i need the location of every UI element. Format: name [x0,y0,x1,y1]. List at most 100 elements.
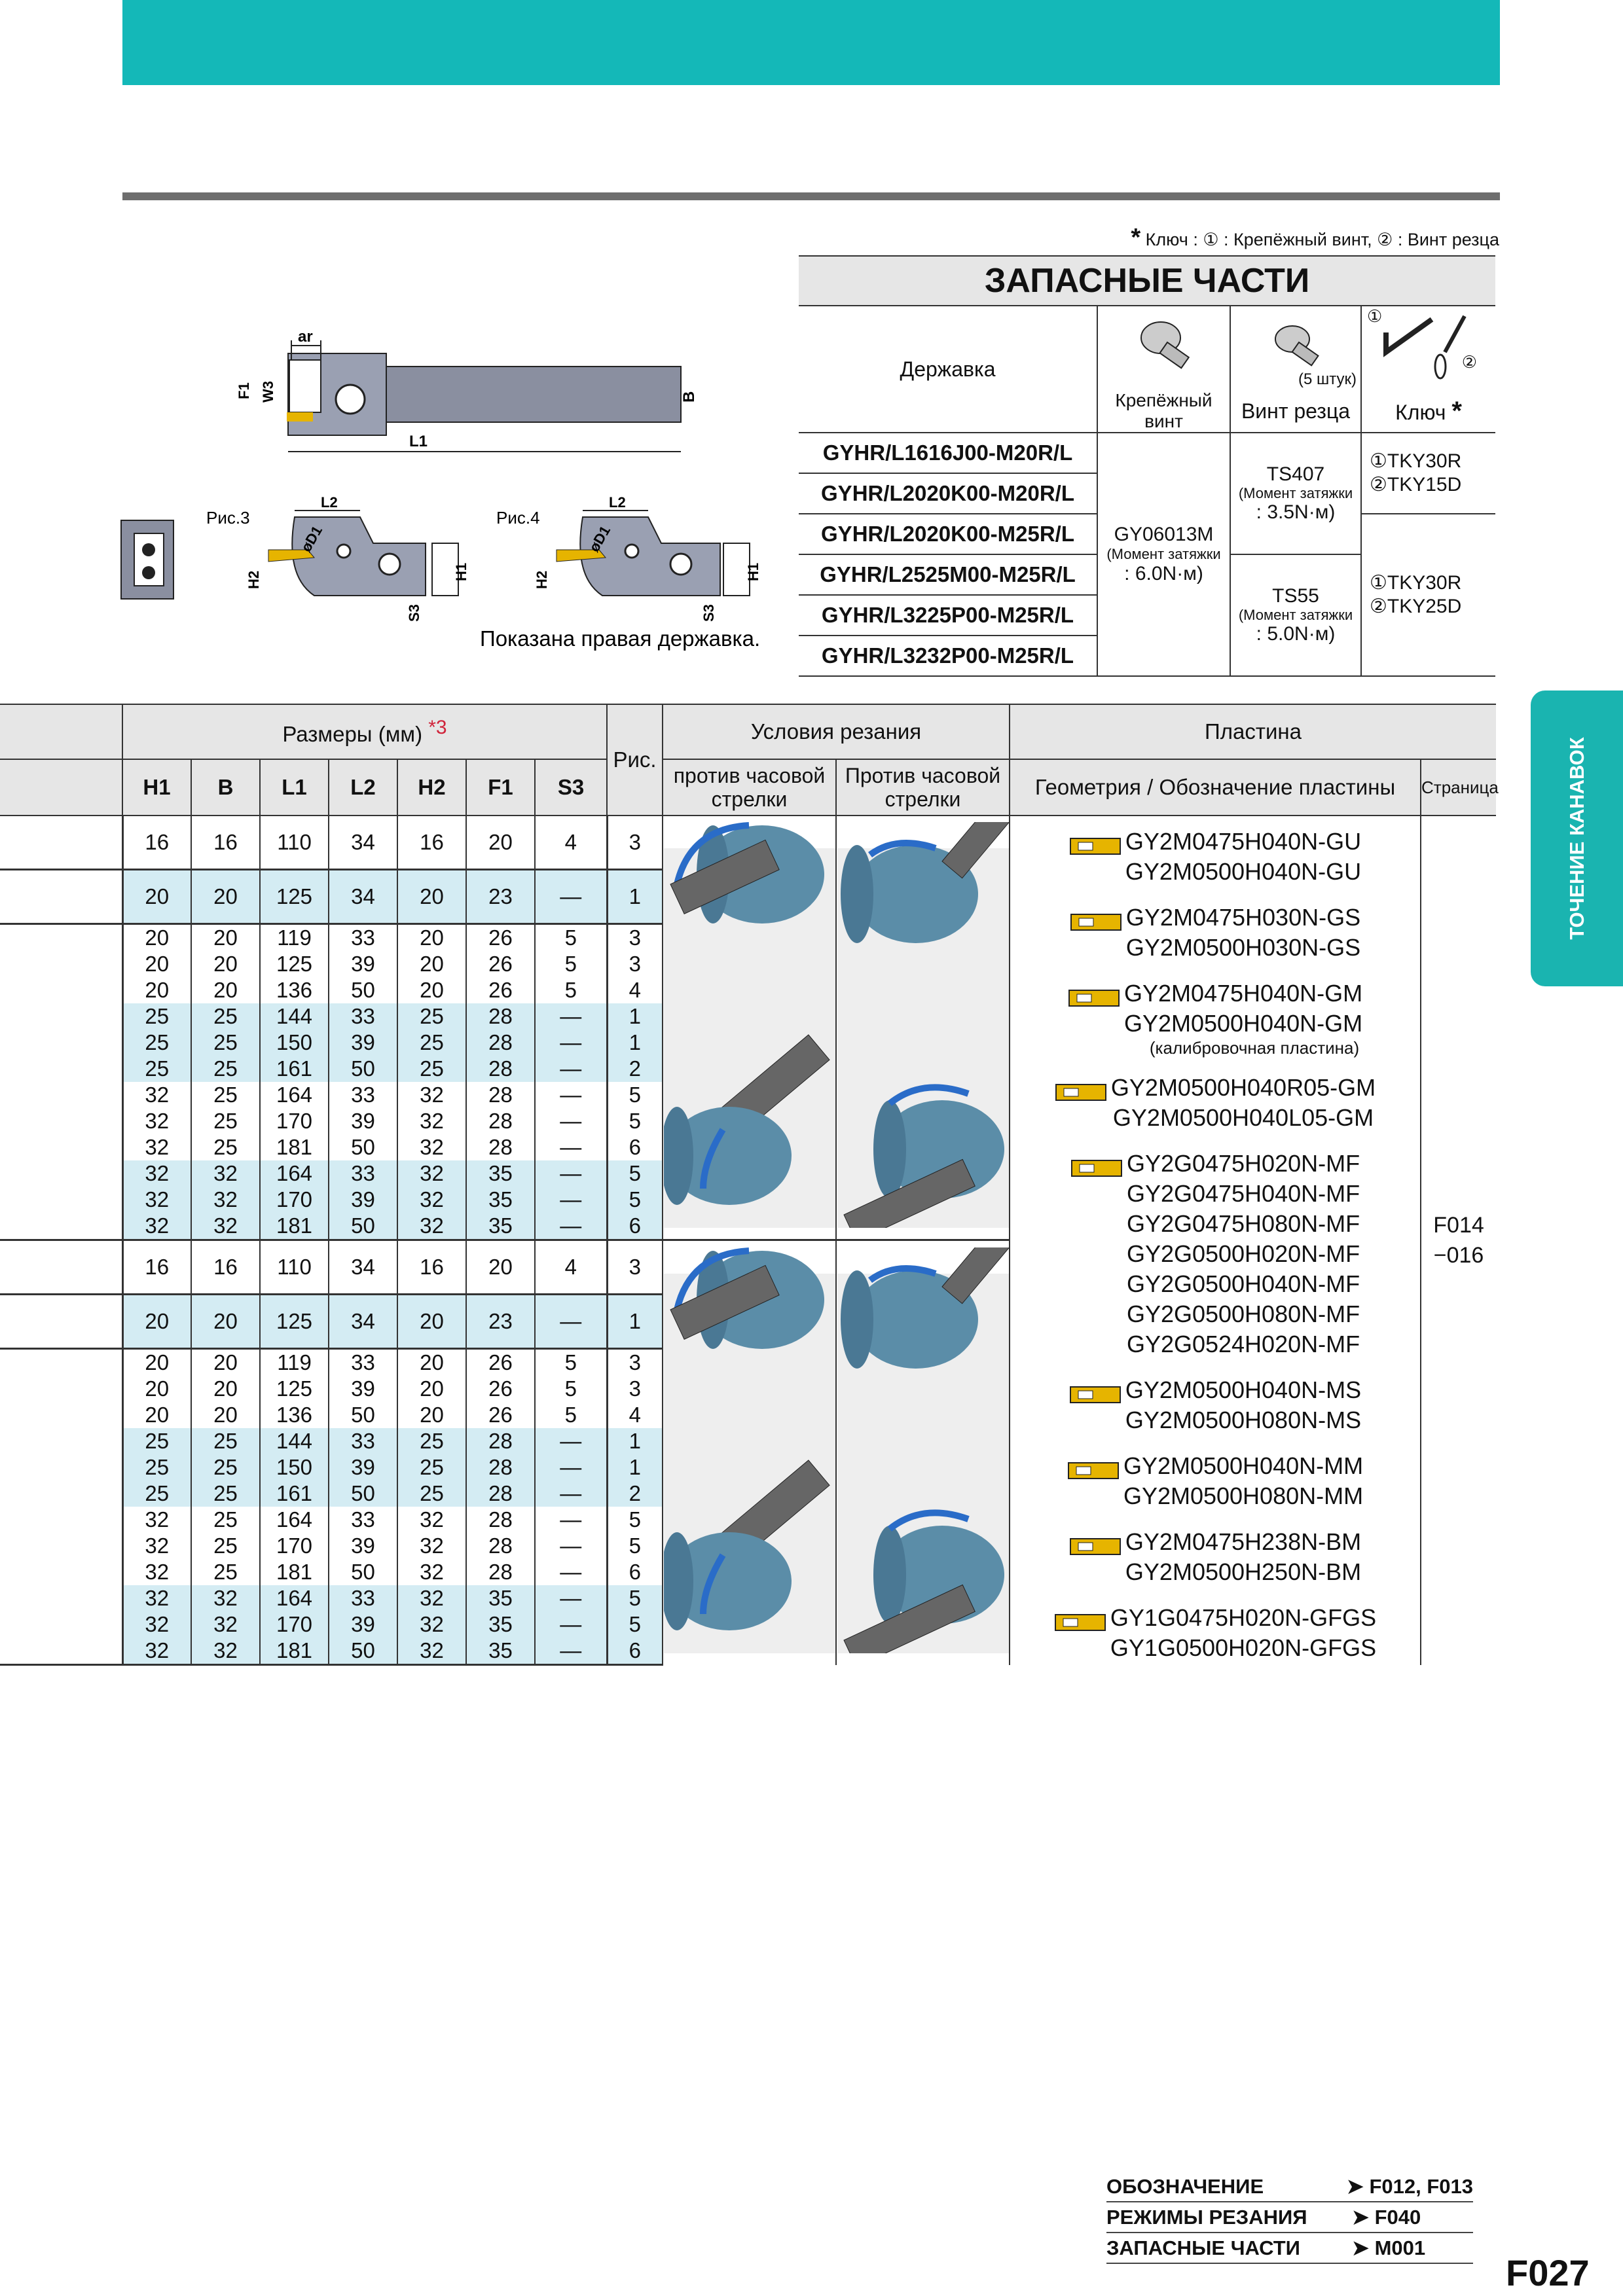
footer-row[interactable]: ЗАПАСНЫЕ ЧАСТИ➤ M001 [1106,2233,1473,2264]
spare-parts-title: ЗАПАСНЫЕ ЧАСТИ [799,255,1496,306]
insert-code[interactable]: GY2M0475H040N-GM [1010,978,1420,1009]
dim-cell: — [534,1003,607,1030]
key1-a: ①TKY30R [1370,450,1462,472]
dim-cell: — [534,1611,607,1638]
dim-f1: F1 [236,382,252,399]
dim-cell: 181 [259,1638,329,1666]
side-tab-label: ТОЧЕНИЕ КАНАВОК [1565,737,1588,940]
insert-shape-icon [1070,909,1123,931]
insert-code[interactable]: GY2G0500H080N-MF [1126,1300,1360,1327]
page-reference[interactable]: F014−016 [1420,816,1497,1665]
dim-cell: 25 [191,1030,260,1056]
col-h2: H2 [397,759,467,816]
insert-code[interactable]: GY2M0475H040N-GU [1010,827,1420,857]
insert-code[interactable]: GY2M0475H030N-GS [1010,903,1420,933]
fig-cell: 1 [606,1293,663,1349]
row-lead-cell [0,1160,122,1187]
footer-row[interactable]: ОБОЗНАЧЕНИЕ➤ F012, F013 [1106,2172,1473,2202]
dim-cell: 16 [121,1239,191,1295]
dim-cell: 25 [121,1056,191,1082]
insert-code[interactable]: GY2G0500H040N-MF [1126,1270,1360,1297]
dim-cell: 25 [191,1003,260,1030]
row-lead-cell [0,1559,122,1585]
dim-cell: 25 [121,1003,191,1030]
insert-code[interactable]: GY2M0500H040L05-GM [1112,1104,1374,1131]
dim-cell: 16 [397,1239,466,1295]
dim-cell: 20 [191,951,260,977]
insert-code[interactable]: GY2M0500H040N-GU [1125,858,1362,885]
dim-cell: 32 [191,1187,260,1213]
dim-cell: 32 [397,1507,466,1533]
insert-code[interactable]: GY2G0500H020N-MF [1126,1240,1360,1267]
dim-cell: 33 [328,1160,397,1187]
dim-cell: 26 [465,1376,535,1402]
insert-code[interactable]: GY2M0500H080N-MM [1123,1482,1364,1509]
fig-cell: 1 [606,1003,663,1030]
dim-cell: 32 [397,1108,466,1134]
dim-cell: 26 [465,923,535,951]
insert-code[interactable]: GY2M0500H250N-BM [1125,1558,1362,1585]
dim-cell: 32 [397,1213,466,1240]
fig-cell: 2 [606,1056,663,1082]
fig4-s3: S3 [701,604,717,622]
insert-code[interactable]: GY2M0500H040N-MS [1010,1375,1420,1405]
dim-cell: 20 [191,923,260,951]
insert-code[interactable]: GY2M0500H040N-GM [1123,1010,1363,1037]
dim-cell: 25 [191,1559,260,1585]
fig-header: Рис. [606,704,663,816]
insert-code[interactable]: GY2G0475H040N-MF [1126,1180,1360,1207]
dim-cell: 20 [191,977,260,1003]
dims-header-label: Размеры (мм) [282,722,423,746]
insert-code[interactable]: GY1G0500H020N-GFGS [1110,1634,1377,1661]
footer-row[interactable]: РЕЖИМЫ РЕЗАНИЯ➤ F040 [1106,2202,1473,2233]
insert-code[interactable]: GY2G0475H080N-MF [1126,1210,1360,1237]
dim-cell: — [534,869,607,924]
dim-cell: 110 [259,1239,329,1295]
dim-cell: 170 [259,1187,329,1213]
dim-cell: 25 [397,1003,466,1030]
insert-code[interactable]: GY2M0500H040N-MM [1010,1451,1420,1481]
dim-cell: 35 [465,1611,535,1638]
dim-cell: 32 [397,1134,466,1160]
dim-cell: — [534,1030,607,1056]
dim-cell: 32 [397,1638,466,1666]
insert-code[interactable]: GY2M0500H030N-GS [1125,934,1361,961]
dim-cell: 20 [121,1293,191,1349]
key-mark-2: ② [1461,352,1478,372]
fig3-h2: H2 [246,571,262,589]
dim-cell: 144 [259,1003,329,1030]
dim-cell: 39 [328,1108,397,1134]
page-ref-line: −016 [1433,1243,1484,1268]
insert-code[interactable]: GY2M0475H238N-BM [1010,1527,1420,1557]
row-lead-cell [0,1030,122,1056]
holder-row: GYHR/L3225P00-M25R/L [799,594,1098,636]
dim-cell: 28 [465,1559,535,1585]
fig3-l2: L2 [321,494,338,511]
cw-workpiece-icon [837,800,1013,1242]
insert-code[interactable]: GY2M0500H040R05-GM [1010,1073,1420,1103]
dim-cell: 125 [259,1376,329,1402]
dim-cell: 20 [121,1348,191,1376]
dim-cell: 164 [259,1160,329,1187]
fig4-h2: H2 [534,571,550,589]
holder-row: GYHR/L2525M00-M25R/L [799,554,1098,596]
section-side-tab[interactable]: ТОЧЕНИЕ КАНАВОК [1531,691,1623,986]
insert-code[interactable]: GY2G0524H020N-MF [1126,1331,1360,1357]
dim-cell: 32 [121,1134,191,1160]
dim-cell: 136 [259,1402,329,1428]
insert-code[interactable]: GY1G0475H020N-GFGS [1010,1603,1420,1633]
insert-code[interactable]: GY2M0500H080N-MS [1125,1407,1362,1433]
col-key-star: * [1451,396,1462,425]
dim-cell: 20 [121,951,191,977]
insert-code[interactable]: GY2G0475H020N-MF [1010,1149,1420,1179]
insert-header: Пластина [1009,704,1497,760]
